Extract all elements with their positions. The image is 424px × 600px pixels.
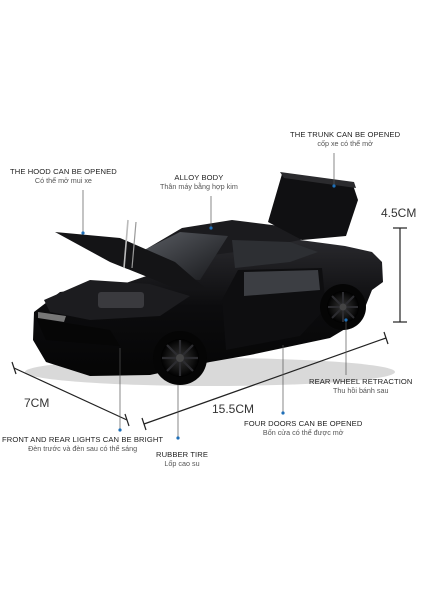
label-lights-vi: Đèn trước và đèn sau có thể sáng	[28, 443, 138, 453]
label-rear-vi: Thu hồi bánh sau	[332, 385, 389, 395]
leader-dots	[81, 184, 348, 440]
label-tire: RUBBER TIRE Lốp cao su	[156, 450, 209, 468]
hood-strut	[123, 219, 129, 269]
dimension-height: 4.5CM	[381, 206, 417, 220]
label-trunk: THE TRUNK CAN BE OPENED cốp xe có thể mở	[290, 130, 401, 148]
leader-lines	[82, 153, 347, 438]
label-lights-en: FRONT AND REAR LIGHTS CAN BE BRIGHT	[2, 435, 164, 444]
label-doors: FOUR DOORS CAN BE OPENED Bốn cửa có thể …	[244, 419, 363, 437]
label-doors-vi: Bốn cửa có thể được mở	[262, 427, 344, 437]
label-tire-vi: Lốp cao su	[164, 458, 200, 468]
car-model	[33, 172, 383, 385]
engine-block	[98, 292, 144, 308]
label-rear-wheel: REAR WHEEL RETRACTION Thu hồi bánh sau	[309, 377, 413, 395]
label-trunk-en: THE TRUNK CAN BE OPENED	[290, 130, 401, 139]
label-hood: THE HOOD CAN BE OPENED Có thể mở mui xe	[10, 167, 117, 185]
headlight	[38, 312, 66, 322]
front-wheel	[153, 331, 207, 385]
label-hood-vi: Có thể mở mui xe	[34, 175, 92, 185]
label-trunk-vi: cốp xe có thể mở	[317, 138, 373, 148]
label-alloy-vi: Thân máy bằng hợp kim	[160, 181, 238, 191]
label-doors-en: FOUR DOORS CAN BE OPENED	[244, 419, 363, 428]
label-alloy-en: ALLOY BODY	[174, 173, 224, 182]
rear-wheel	[320, 284, 366, 330]
dimension-width: 7CM	[24, 396, 50, 410]
hood-lid	[55, 232, 205, 288]
label-hood-en: THE HOOD CAN BE OPENED	[10, 167, 117, 176]
label-rear-en: REAR WHEEL RETRACTION	[309, 377, 413, 386]
hood-strut-2	[131, 221, 137, 269]
dimension-length: 15.5CM	[212, 402, 255, 416]
trunk-lid	[268, 174, 358, 240]
door-window	[244, 270, 320, 296]
front-grille	[36, 318, 120, 346]
side-window	[232, 240, 318, 268]
trunk-spoiler	[280, 172, 356, 188]
label-tire-en: RUBBER TIRE	[156, 450, 209, 459]
label-alloy: ALLOY BODY Thân máy bằng hợp kim	[160, 173, 238, 191]
label-lights: FRONT AND REAR LIGHTS CAN BE BRIGHT Đèn …	[2, 435, 164, 453]
